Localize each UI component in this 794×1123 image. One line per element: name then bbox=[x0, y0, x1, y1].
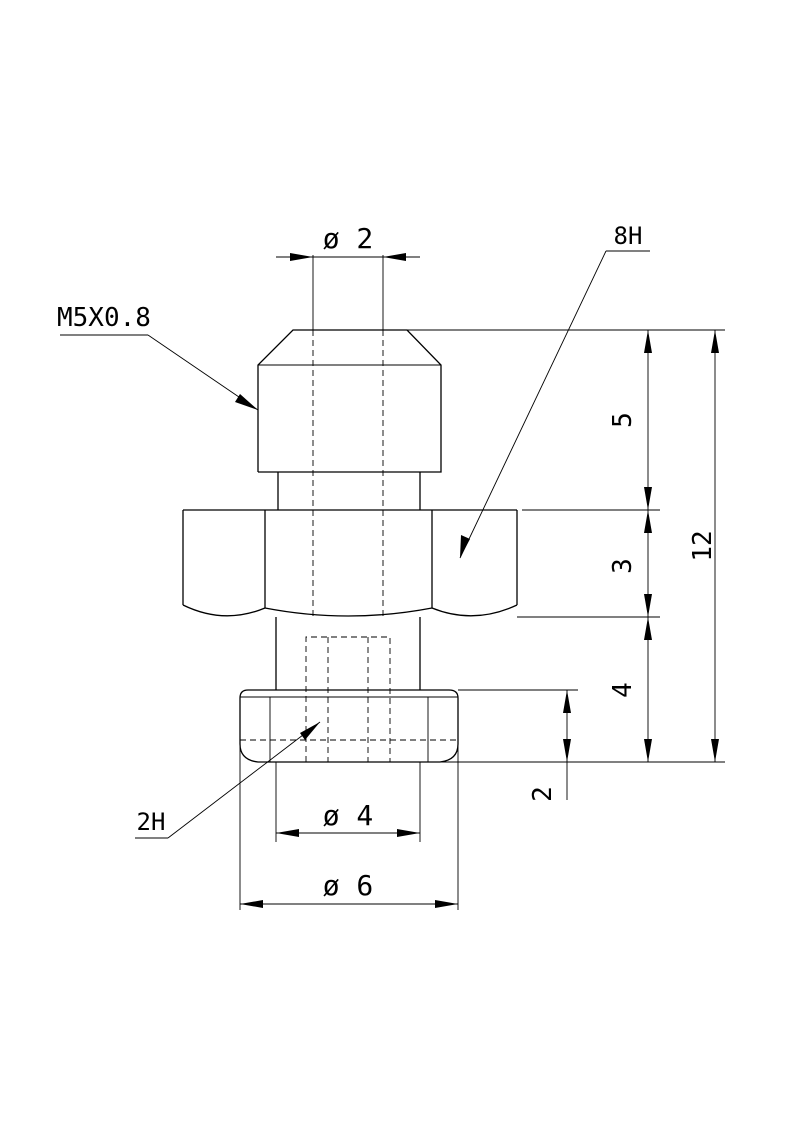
dim-hex-height: 3 bbox=[608, 510, 652, 617]
dim-shank-height: 4 bbox=[608, 617, 652, 762]
neck-section bbox=[277, 472, 421, 510]
dim-total-height: 12 bbox=[688, 330, 719, 762]
hex-height-label: 3 bbox=[608, 558, 638, 574]
top-height-label: 5 bbox=[608, 412, 638, 428]
extension-lines bbox=[407, 329, 725, 763]
base-callout: 2H bbox=[135, 721, 321, 839]
shank-height-label: 4 bbox=[608, 682, 638, 698]
hex-callout-label: 8H bbox=[614, 222, 643, 250]
shank-diameter-label: ø 4 bbox=[323, 799, 374, 832]
base-height-label: 2 bbox=[528, 786, 558, 802]
dim-top-height: 5 bbox=[608, 330, 652, 510]
dim-base-height: 2 bbox=[528, 690, 571, 802]
total-height-label: 12 bbox=[688, 530, 718, 561]
dim-shank-diameter: ø 4 bbox=[275, 762, 421, 842]
dim-top-diameter: ø 2 bbox=[276, 222, 420, 330]
top-threaded-section bbox=[257, 329, 442, 473]
top-diameter-label: ø 2 bbox=[323, 222, 374, 255]
base-disc bbox=[239, 689, 459, 763]
dim-base-diameter: ø 6 bbox=[239, 744, 459, 910]
shank-section bbox=[275, 617, 421, 690]
hex-callout: 8H bbox=[459, 222, 650, 559]
base-diameter-label: ø 6 bbox=[323, 869, 374, 902]
hidden-lines bbox=[240, 330, 458, 762]
base-callout-label: 2H bbox=[137, 808, 166, 836]
thread-callout: M5X0.8 bbox=[57, 303, 259, 411]
hex-nut bbox=[182, 509, 518, 617]
thread-callout-label: M5X0.8 bbox=[57, 303, 151, 333]
